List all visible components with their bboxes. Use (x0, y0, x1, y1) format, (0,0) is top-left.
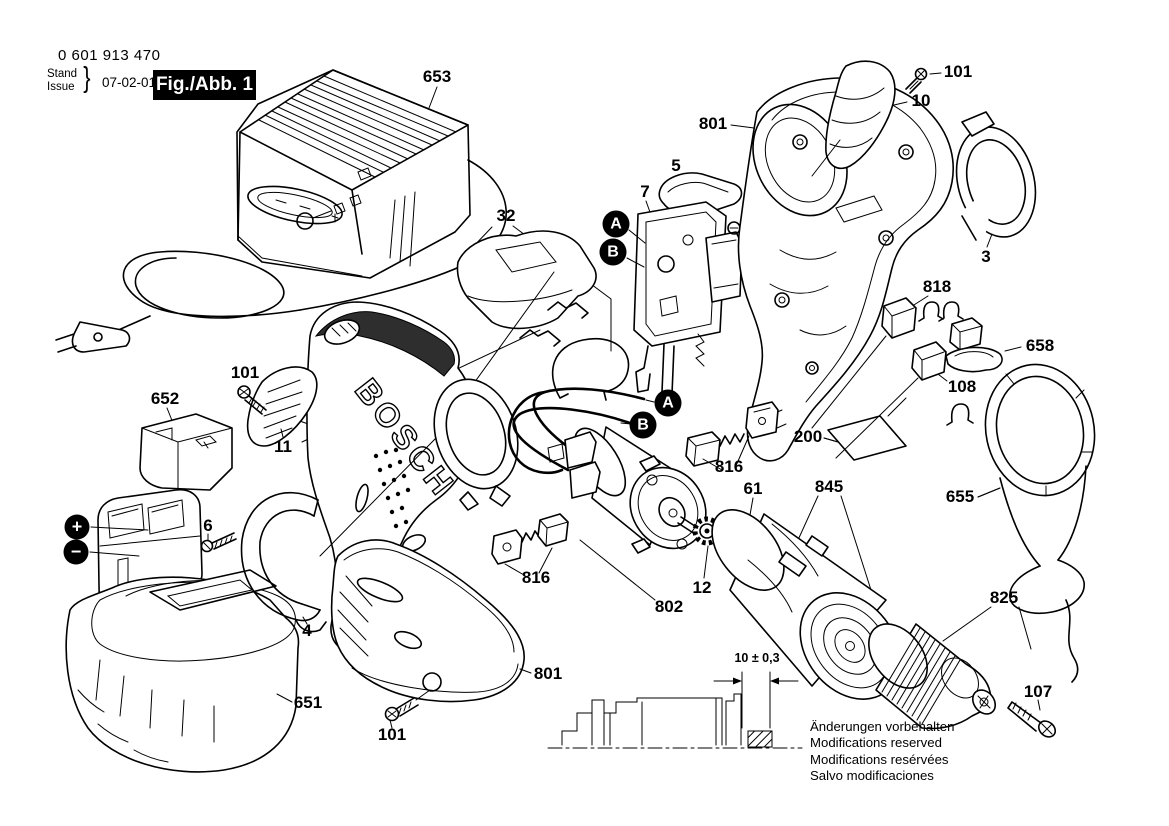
callout-801-upper: 801 (698, 114, 728, 133)
revision-label-en: Issue (47, 81, 75, 93)
button-658 (945, 317, 1022, 373)
bell-housing (977, 363, 1096, 683)
callout-61: 61 (743, 479, 763, 498)
section-detail (547, 671, 803, 749)
contact-clips (811, 295, 974, 459)
modification-notice: Änderungen vorbehalten Modifications res… (810, 719, 954, 784)
polarity-minus-marker: − (63, 539, 89, 565)
callout-3: 3 (981, 247, 991, 266)
callout-7: 7 (640, 182, 650, 201)
callout-101-left: 101 (230, 363, 260, 382)
notice-line-de: Änderungen vorbehalten (810, 719, 955, 734)
screw-107 (1007, 699, 1057, 738)
callout-108: 108 (947, 377, 977, 396)
callout-845: 845 (814, 477, 844, 496)
callout-101-top: 101 (943, 62, 973, 81)
motor (507, 387, 709, 601)
dimension-annotation: 10 ± 0,3 (734, 651, 780, 665)
callout-12: 12 (692, 578, 712, 597)
gearbox (711, 495, 901, 700)
revision-block: Stand Issue (47, 68, 77, 94)
callout-10: 10 (911, 91, 931, 110)
callout-5: 5 (671, 156, 681, 175)
figure-badge: Fig./Abb. 1 (153, 70, 256, 100)
polarity-plus-marker: + (64, 514, 90, 540)
callout-651: 651 (293, 693, 323, 712)
callout-32: 32 (496, 206, 516, 225)
switch-assembly (626, 201, 743, 395)
wire-marker-a-switch: A (602, 210, 630, 238)
callout-653: 653 (422, 67, 452, 86)
catalog-number: 0 601 913 470 (58, 47, 161, 64)
screw-101-bottom (384, 689, 431, 729)
wire-marker-b-motor: B (629, 411, 657, 439)
housing-cover (811, 60, 908, 177)
callout-11: 11 (274, 437, 292, 456)
callout-816-lower: 816 (521, 568, 551, 587)
carbon-brush-upper (685, 401, 779, 471)
callout-825: 825 (989, 588, 1019, 607)
callout-6: 6 (203, 516, 213, 535)
callout-802: 802 (654, 597, 684, 616)
revision-label-de: Stand (47, 68, 78, 80)
callout-658: 658 (1025, 336, 1055, 355)
chuck (868, 606, 1032, 730)
notice-line-es: Salvo modificaciones (810, 767, 934, 783)
callout-101-bottom: 101 (377, 725, 407, 744)
housing-half-upper (737, 77, 955, 462)
belt-clip (246, 366, 318, 447)
callout-652: 652 (150, 389, 180, 408)
retaining-ring (938, 111, 1037, 252)
housing-foot (330, 539, 532, 703)
battery-charger (236, 69, 471, 279)
callout-107: 107 (1023, 682, 1053, 701)
screw-101-left (237, 385, 267, 415)
callout-818: 818 (922, 277, 952, 296)
revision-brace: } (83, 62, 91, 94)
screw-101-top (905, 67, 942, 94)
revision-date: 07-02-01 (102, 75, 157, 90)
cover-kit-32 (456, 225, 630, 401)
notice-line-en: Modifications reserved (810, 735, 942, 751)
callout-4: 4 (302, 621, 312, 640)
screw-6 (200, 532, 237, 553)
callout-816-upper: 816 (714, 457, 744, 476)
notice-line-fr: Modifications resérvées (810, 751, 949, 767)
wire-marker-b-switch: B (599, 238, 627, 266)
callout-655: 655 (945, 487, 975, 506)
leader-lines (428, 86, 1001, 498)
carbon-brush-lower (491, 513, 569, 576)
battery-pack (65, 569, 300, 773)
rating-plate (823, 397, 907, 461)
wire-marker-a-motor: A (654, 389, 682, 417)
callout-801-lower: 801 (533, 664, 563, 683)
callout-200: 200 (793, 427, 823, 446)
clamp-ring (240, 437, 437, 633)
